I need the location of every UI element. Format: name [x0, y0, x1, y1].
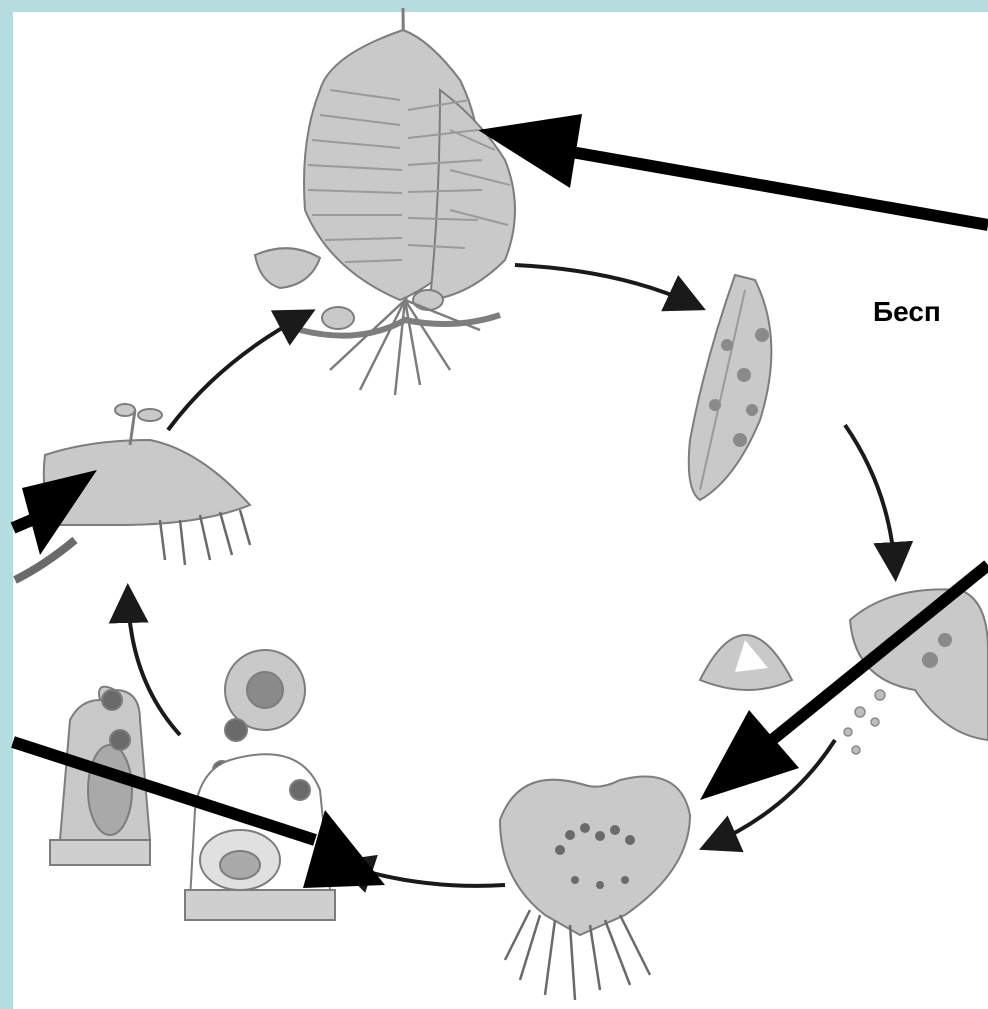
stage-label: Бесп [873, 296, 941, 328]
